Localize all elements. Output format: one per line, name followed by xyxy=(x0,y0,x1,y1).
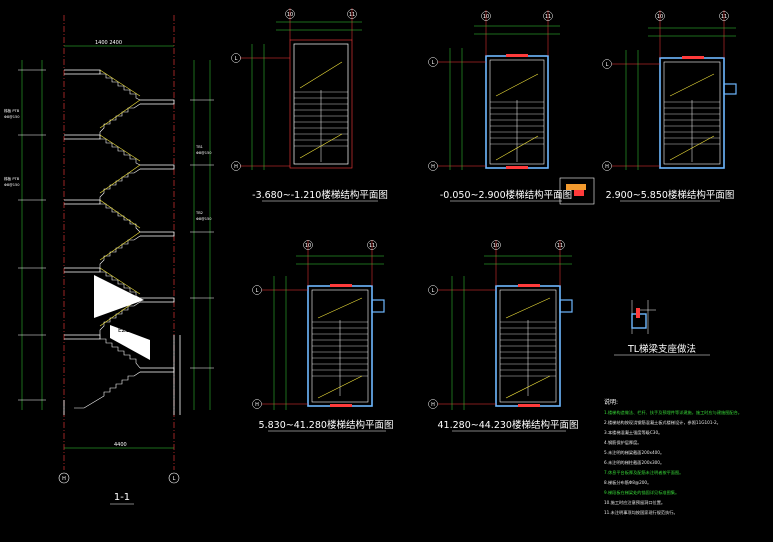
plan-4-frame: 10 11 L H 5.830~41.280楼梯结构平面图 xyxy=(252,240,394,432)
note-line: 10.施工时应注意预留洞口位置。 xyxy=(604,499,665,506)
plan-3-axis-side-0: L xyxy=(606,62,609,68)
note-line: 11.未注明事项均按国家现行规范执行。 xyxy=(604,509,678,516)
svg-text:Φ8@150: Φ8@150 xyxy=(196,151,212,155)
plan-1-axis-side-0: L xyxy=(235,56,238,62)
tl-support-detail: TL梯梁支座做法 xyxy=(614,300,710,356)
plan-2-axis-side-1: H xyxy=(431,164,435,170)
plan-3-title: 2.900~5.850楼梯结构平面图 xyxy=(606,189,735,201)
note-line: 5.未注明的梯梁截面200x400。 xyxy=(604,449,664,456)
section-axis-h: H xyxy=(62,476,66,482)
plan-2-title: -0.050~2.900楼梯结构平面图 xyxy=(440,189,572,201)
plan-1 xyxy=(289,39,353,169)
plan-3-axis-side-1: H xyxy=(605,164,609,170)
note-line: 6.未注明的梯柱截面200x300。 xyxy=(604,459,664,466)
plan-3-axis-top-1: 11 xyxy=(721,14,727,20)
note-line: 9.梯段板在梯梁处的锚固详见标准图集。 xyxy=(604,489,679,496)
plan-2 xyxy=(485,54,549,169)
section-1-1: 1400 2400 xyxy=(4,15,214,505)
plan-4-title: 5.830~41.280楼梯结构平面图 xyxy=(259,419,394,431)
plan-4 xyxy=(307,284,385,407)
plan-2-frame: 10 11 L H -0.050~2.900楼梯结构平面图 xyxy=(428,10,595,205)
svg-text:4400: 4400 xyxy=(114,442,127,448)
plan-3-frame: 10 11 L H 2.900~5.850楼梯结构平面图 xyxy=(602,10,736,202)
plan-1-axis-side-1: H xyxy=(234,164,238,170)
note-line: 1.楼梯构造做法、栏杆、扶手及预埋件等详建施，施工时应与建施图配合。 xyxy=(604,409,742,416)
plan-2-axis-top-1: 11 xyxy=(545,14,551,20)
plan-1-axis-top-0: 10 xyxy=(287,12,293,18)
section-title: 1-1 xyxy=(114,492,130,503)
plan-5-frame: 10 11 L H 41.280~44.230楼梯结构平面图 xyxy=(428,240,579,432)
plan-5-axis-top-1: 11 xyxy=(557,243,563,249)
note-line: 4.钢筋保护层厚度。 xyxy=(604,439,642,446)
plan-5 xyxy=(495,284,573,407)
note-line: 8.梯板分布筋Φ8@200。 xyxy=(604,479,651,486)
plan-5-axis-top-0: 10 xyxy=(493,243,499,249)
svg-text:TB1: TB1 xyxy=(195,145,203,149)
svg-text:TB2: TB2 xyxy=(195,211,203,215)
plan-4-axis-top-1: 11 xyxy=(369,243,375,249)
note-line: 3.本楼梯混凝土强度等级C30。 xyxy=(604,429,662,436)
plan-5-axis-side-1: H xyxy=(431,402,435,408)
plan-2-axis-top-0: 10 xyxy=(483,14,489,20)
plan-5-axis-side-0: L xyxy=(432,288,435,294)
svg-text:梯板 PTB: 梯板 PTB xyxy=(4,176,20,181)
svg-text:EZL: EZL xyxy=(118,327,130,334)
svg-text:Φ8@150: Φ8@150 xyxy=(4,115,20,119)
plan-3 xyxy=(659,56,737,169)
plan-1-title: -3.680~-1.210楼梯结构平面图 xyxy=(252,189,388,201)
svg-text:Φ8@150: Φ8@150 xyxy=(4,183,20,187)
plan-3-axis-top-0: 10 xyxy=(657,14,663,20)
plan-1-frame: 10 11 L H -3.680~-1.210楼梯结构平面图 xyxy=(231,8,388,202)
tl-detail-title: TL梯梁支座做法 xyxy=(627,343,696,355)
plan-5-title: 41.280~44.230楼梯结构平面图 xyxy=(438,419,579,431)
plan-4-axis-top-0: 10 xyxy=(305,243,311,249)
plan-1-axis-top-1: 11 xyxy=(349,12,355,18)
plan-4-axis-side-0: L xyxy=(256,288,259,294)
note-line: 7.休息平台板厚及配筋未注明者按平面图。 xyxy=(604,469,683,476)
section-axis-l: L xyxy=(173,476,176,482)
svg-text:梯板 PTB: 梯板 PTB xyxy=(4,108,20,113)
plan-2-axis-side-0: L xyxy=(432,60,435,66)
svg-text:1400 2400: 1400 2400 xyxy=(95,40,122,46)
plan-4-axis-side-1: H xyxy=(255,402,259,408)
svg-text:Φ8@150: Φ8@150 xyxy=(196,217,212,221)
notes-block: 说明: 1.楼梯构造做法、栏杆、扶手及预埋件等详建施，施工时应与建施图配合。 2… xyxy=(604,398,742,516)
note-line: 2.楼梯结构按现浇钢筋混凝土板式楼梯设计，参照11G101-2。 xyxy=(604,419,721,426)
notes-title: 说明: xyxy=(604,398,618,406)
